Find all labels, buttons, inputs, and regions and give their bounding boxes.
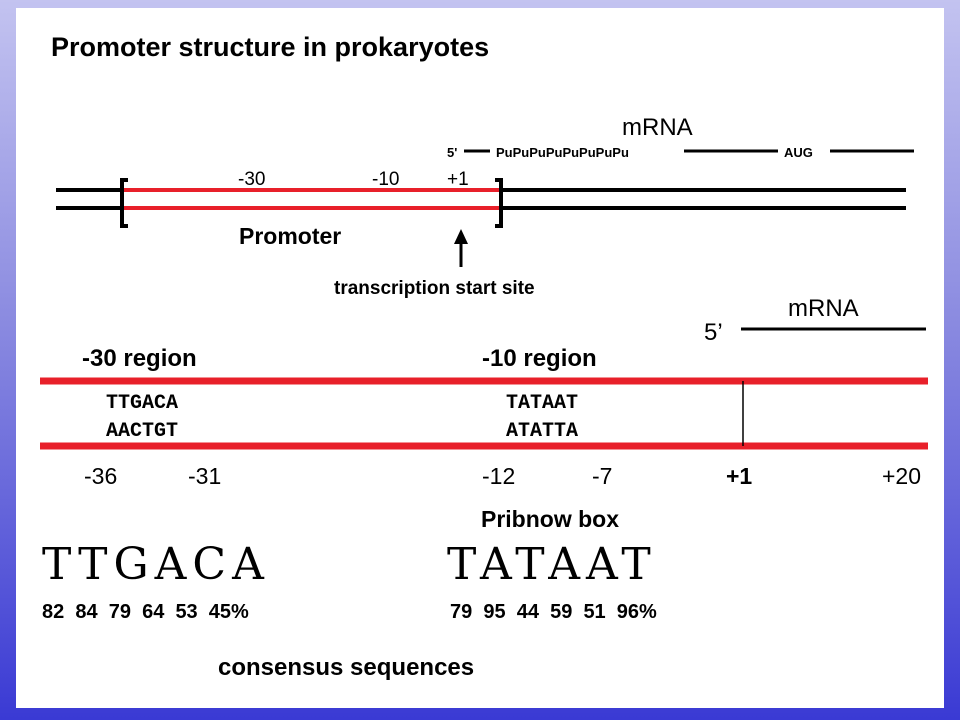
promoter-bracket-left: [120, 178, 128, 228]
promoter-bracket-right: [495, 178, 503, 228]
region-10-top-seq: TATAAT: [506, 392, 578, 415]
overview-pos-plus1: +1: [447, 169, 469, 190]
consensus-10-seq: TATAAT: [447, 539, 657, 590]
detail-pos-minus31: -31: [188, 463, 221, 489]
detail-pos-plus1: +1: [726, 463, 752, 489]
start-site-arrow-head: [454, 229, 468, 244]
detail-pos-minus36: -36: [84, 463, 117, 489]
slide-title: Promoter structure in prokaryotes: [51, 32, 489, 62]
consensus-30-seq: TTGACA: [42, 539, 270, 590]
detail-pos-minus12: -12: [482, 463, 515, 489]
detail-five-prime: 5’: [704, 319, 723, 346]
overview-five-prime: 5': [447, 145, 457, 160]
region-10-label: -10 region: [482, 345, 597, 372]
pribnow-box-label: Pribnow box: [481, 506, 619, 532]
detail-pos-plus20: +20: [882, 463, 921, 489]
detail-mrna-label: mRNA: [788, 295, 859, 322]
consensus-caption: consensus sequences: [218, 654, 474, 681]
start-site-label: transcription start site: [334, 278, 535, 299]
consensus-30-pct: 82 84 79 64 53 45%: [42, 601, 249, 623]
region-30-label: -30 region: [82, 345, 197, 372]
region-30-top-seq: TTGACA: [106, 392, 178, 415]
overview-start-codon: AUG: [784, 145, 813, 160]
overview-mrna-label: mRNA: [622, 114, 693, 141]
region-30-bottom-seq: AACTGT: [106, 420, 178, 443]
detail-pos-minus7: -7: [592, 463, 612, 489]
slide: Promoter structure in prokaryotes -30 -1…: [16, 8, 944, 708]
overview-purine-run: PuPuPuPuPuPuPuPu: [496, 145, 629, 160]
overview-pos-minus10: -10: [372, 169, 399, 190]
consensus-10-pct: 79 95 44 59 51 96%: [450, 601, 657, 623]
promoter-label: Promoter: [239, 223, 341, 249]
overview-pos-minus30: -30: [238, 169, 265, 190]
promoter-diagram: Promoter structure in prokaryotes -30 -1…: [40, 32, 928, 681]
region-10-bottom-seq: ATATTA: [506, 420, 578, 443]
